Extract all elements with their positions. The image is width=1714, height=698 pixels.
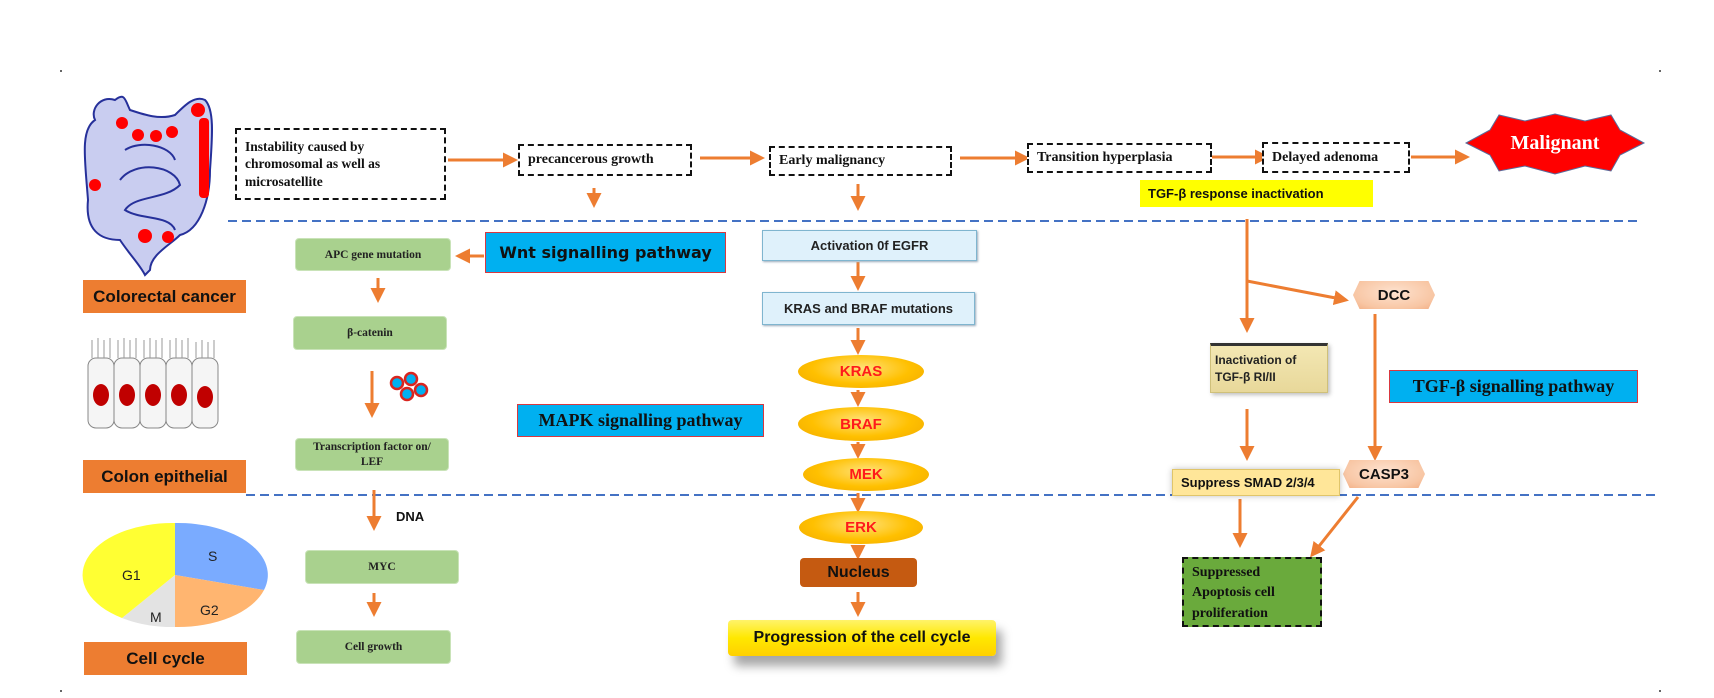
mapk-kras-braf-mutations: KRAS and BRAF mutations <box>762 292 975 325</box>
label-colorectal-cancer: Colorectal cancer <box>83 280 246 313</box>
pie-label-m: M <box>150 609 162 625</box>
arrow <box>1310 496 1360 558</box>
corner-mark <box>60 690 62 692</box>
mapk-kinase-kras: KRAS <box>798 355 924 388</box>
pie-slice-g2 <box>175 575 264 628</box>
colon-illustration-icon <box>83 95 214 277</box>
mapk-cell-cycle-progression: Progression of the cell cycle <box>728 620 996 656</box>
stage-precancerous-growth: precancerous growth <box>518 144 692 176</box>
pie-slice-s <box>175 522 268 590</box>
corner-mark <box>1659 690 1661 692</box>
stage-instability: Instability caused by chromosomal as wel… <box>235 128 446 200</box>
mapk-nucleus: Nucleus <box>800 558 917 587</box>
pie-label-g1: G1 <box>122 567 141 583</box>
wnt-step-myc: MYC <box>305 550 459 584</box>
mapk-kinase-braf: BRAF <box>798 407 924 441</box>
wnt-step-beta-catenin: β-catenin <box>293 316 447 350</box>
mapk-egfr-activation: Activation 0f EGFR <box>762 230 977 261</box>
tgf-receptor-inactivation: Inactivation of TGF-β RI/II <box>1210 343 1328 393</box>
tumor-spots-icon <box>89 103 209 243</box>
mapk-pathway-label: MAPK signalling pathway <box>517 404 764 437</box>
dna-label: DNA <box>396 509 425 524</box>
stage-delayed-adenoma: Delayed adenoma <box>1262 142 1410 173</box>
stage-malignant-label: Malignant <box>1510 131 1600 154</box>
arrow <box>1246 279 1349 306</box>
corner-mark <box>60 70 62 72</box>
cell-cycle-pie-chart <box>82 522 268 628</box>
pie-label-s: S <box>208 548 218 564</box>
wnt-step-transcription-factor: Transcription factor on/ LEF <box>295 438 449 471</box>
pie-label-g2: G2 <box>200 602 219 618</box>
malignant-burst-shape <box>1464 113 1646 175</box>
tgf-suppress-smad: Suppress SMAD 2/3/4 <box>1172 469 1340 496</box>
catenin-particles-icon <box>389 371 429 402</box>
label-colon-epithelial: Colon epithelial <box>83 460 246 493</box>
tgf-response-inactivation: TGF-β response inactivation <box>1140 180 1373 207</box>
wnt-step-cell-growth: Cell growth <box>296 630 451 664</box>
tgf-casp3: CASP3 <box>1343 460 1425 488</box>
wnt-pathway-label: Wnt signalling pathway <box>485 232 726 273</box>
tgf-suppressed-apoptosis: Suppressed Apoptosis cell proliferation <box>1182 557 1322 627</box>
stage-early-malignancy: Early malignancy <box>769 146 952 176</box>
corner-mark <box>1659 70 1661 72</box>
tgf-pathway-label: TGF-β signalling pathway <box>1389 370 1638 403</box>
tgf-dcc: DCC <box>1353 281 1435 309</box>
pie-slice-m <box>122 575 175 628</box>
wnt-step-apc: APC gene mutation <box>295 238 451 271</box>
colon-epithelial-cells-icon <box>87 338 219 429</box>
stage-transition-hyperplasia: Transition hyperplasia <box>1027 143 1212 173</box>
label-cell-cycle: Cell cycle <box>84 642 247 675</box>
mapk-kinase-mek: MEK <box>803 458 929 491</box>
pie-slice-g1 <box>82 522 175 618</box>
mapk-kinase-erk: ERK <box>799 511 923 544</box>
